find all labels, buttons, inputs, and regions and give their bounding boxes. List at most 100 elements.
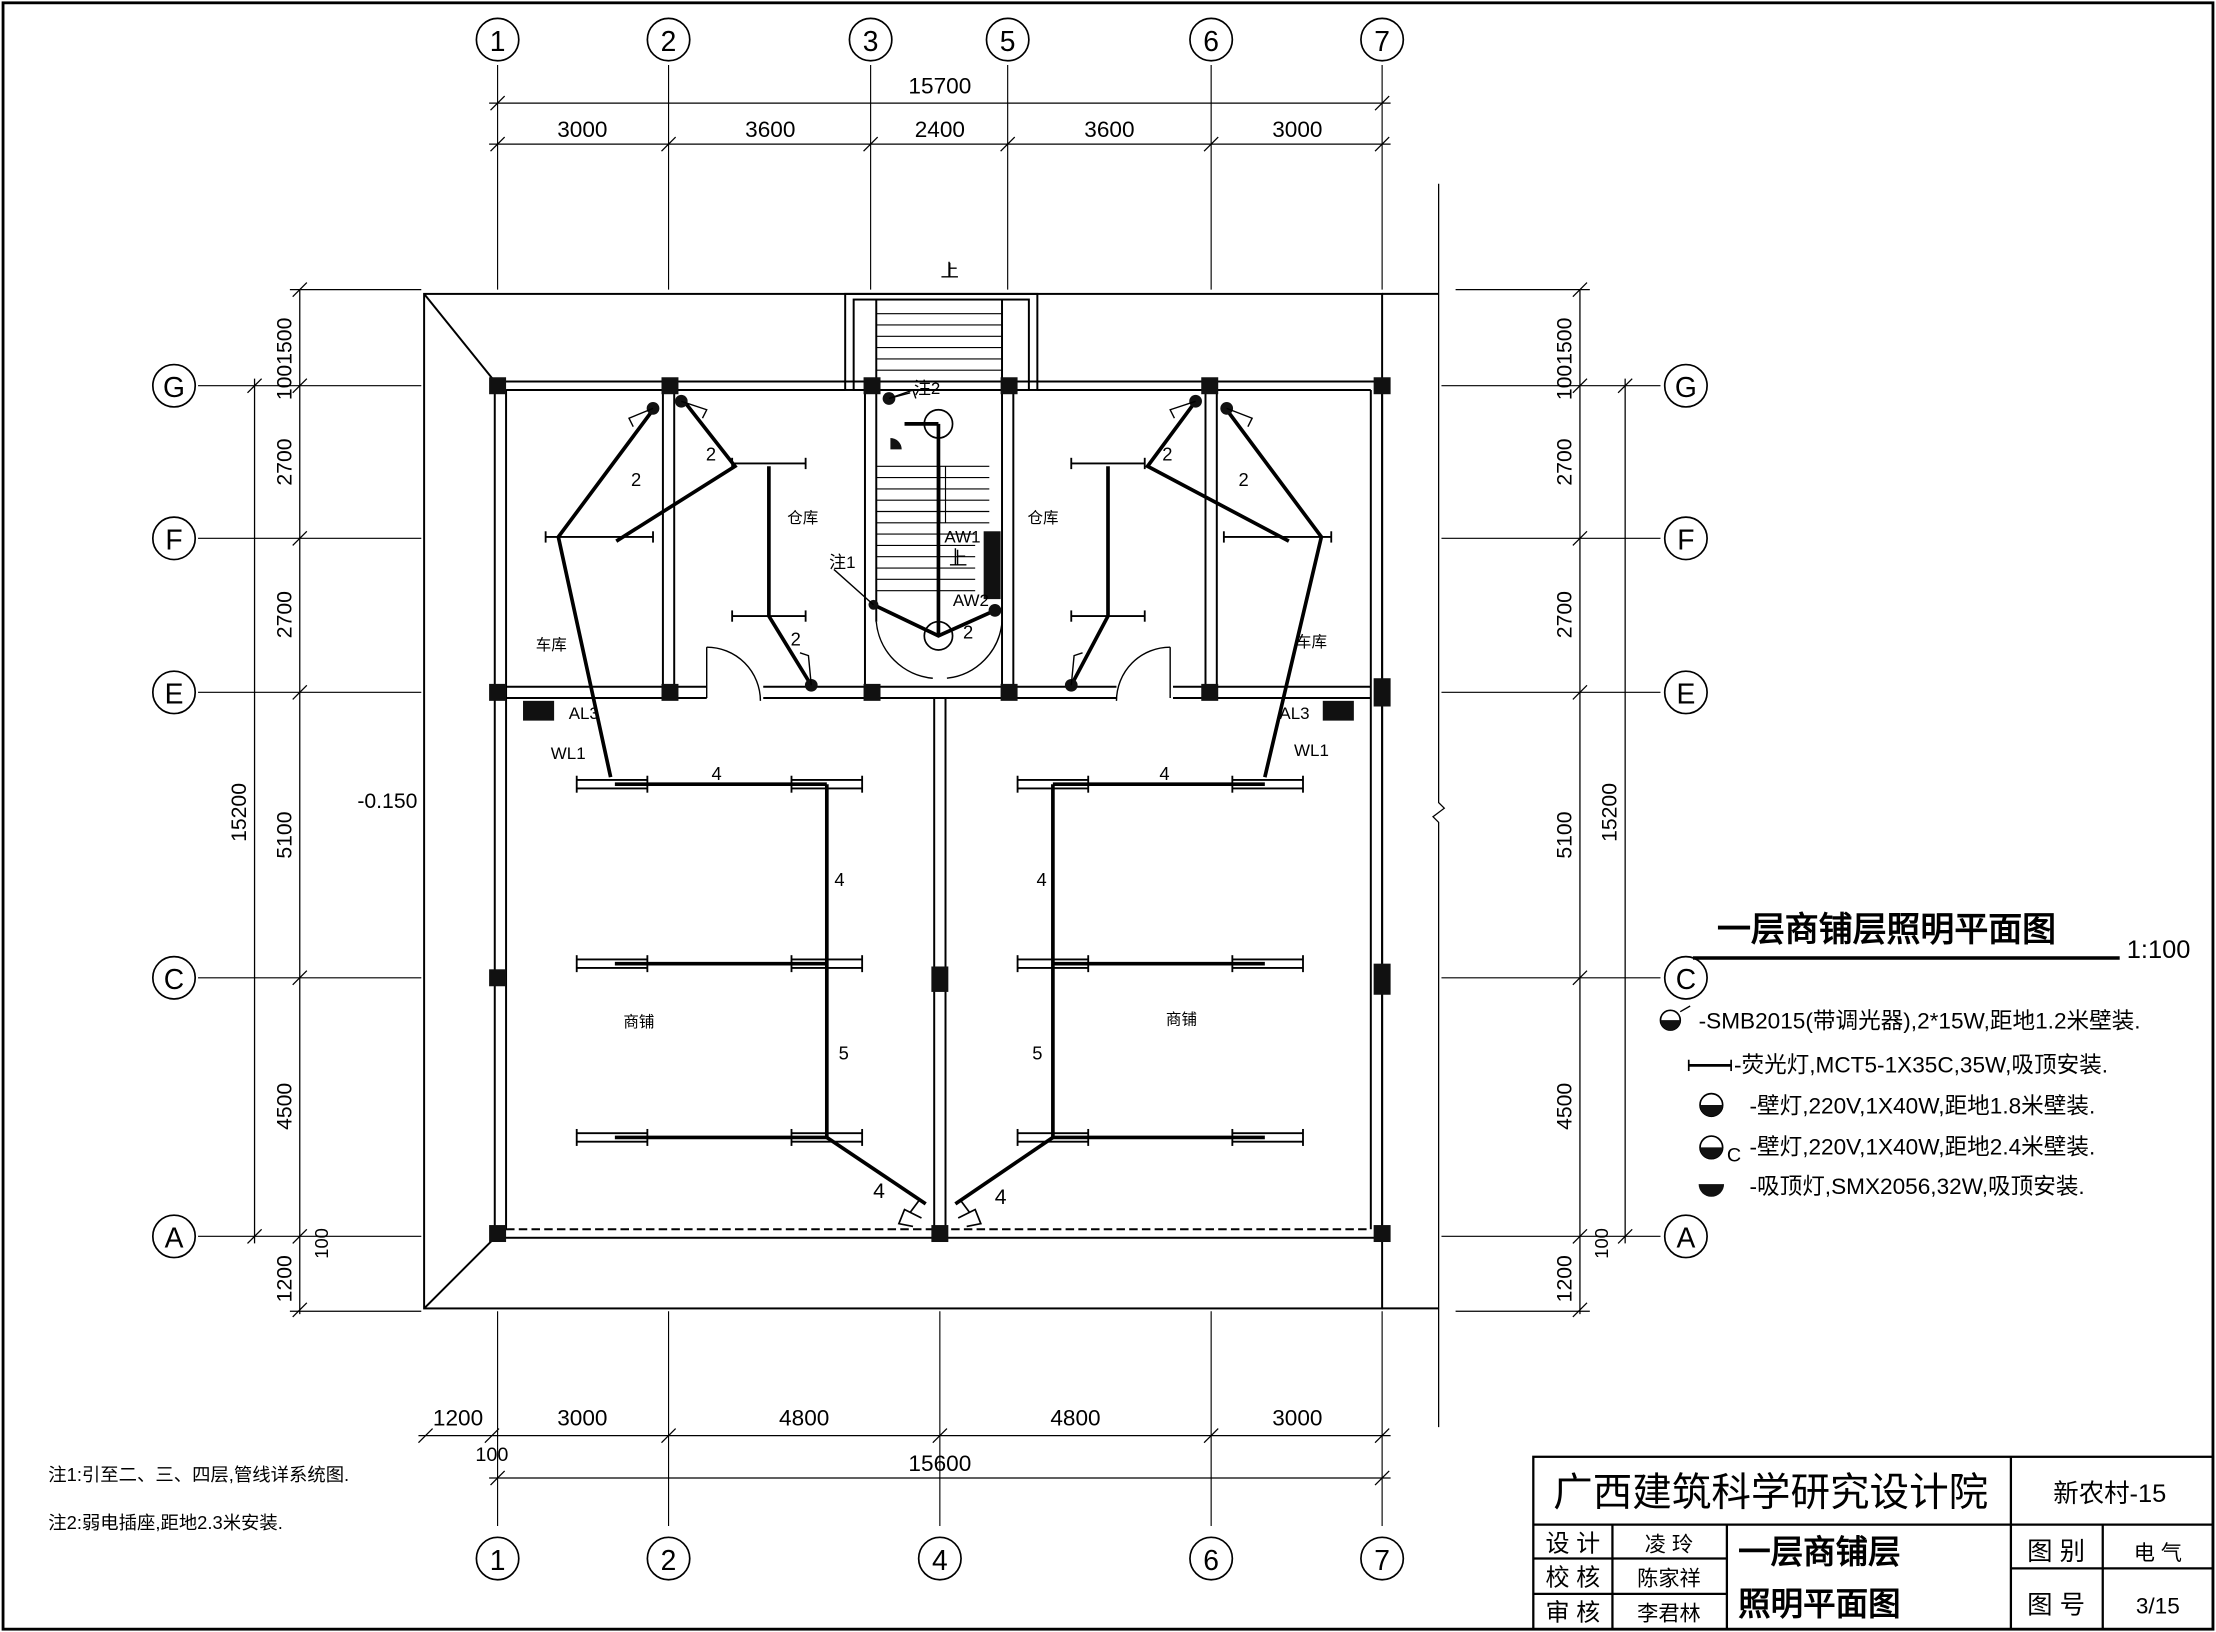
note-1: 注1:引至二、三、四层,管线详系统图. [48, 1464, 349, 1485]
plan-scale: 1:100 [2127, 936, 2191, 964]
axis-left-F: F [151, 516, 197, 561]
axis-label: F [165, 524, 182, 556]
building-walls [423, 292, 1439, 1310]
dim-left-seg-2: 2700 [273, 438, 296, 485]
category-label: 图 别 [2027, 1538, 2085, 1566]
wire-count: 4 [1159, 763, 1169, 784]
dim-right-seg-6: 1200 [1553, 1255, 1576, 1302]
wire-count: 4 [873, 1180, 885, 1203]
legend-wall-light-c-fill [1700, 1147, 1723, 1159]
axis-label: E [165, 678, 184, 710]
aw2-label: AW2 [953, 591, 989, 610]
stair-up-mid-label: 上 [949, 548, 967, 569]
dim-bottom-total: 15600 [908, 1451, 971, 1476]
level-mark: -0.150 [357, 790, 417, 813]
axis-left-E: E [151, 670, 197, 715]
design-label: 设 计 [1546, 1530, 1601, 1557]
aw1-label: AW1 [944, 528, 980, 547]
axis-top-3: 3 [848, 17, 893, 62]
legend-switch-tick [1679, 1005, 1691, 1013]
axis-label: 5 [1000, 25, 1016, 57]
legend-ceiling-light-icon [1698, 1184, 1725, 1197]
axis-top-2: 2 [646, 17, 691, 62]
axis-label: G [1675, 371, 1697, 403]
dim-top-seg-2: 3600 [745, 117, 795, 142]
wire-count: 2 [1239, 469, 1249, 490]
axis-left-G: G [151, 363, 197, 408]
wiring [556, 400, 1324, 1206]
wire-count: 2 [791, 629, 801, 650]
axis-label: 2 [661, 25, 677, 57]
room-warehouse-left: 仓库 [787, 509, 818, 527]
doors [706, 621, 1171, 701]
wire-count: 4 [834, 869, 844, 890]
axis-right-F: F [1663, 516, 1708, 561]
dim-bottom-seg-4: 4800 [1050, 1406, 1100, 1431]
dim-left-seg-3: 2700 [273, 591, 296, 638]
distribution-boxes [523, 531, 1354, 721]
stair-up-top-label: 上 [941, 260, 959, 281]
dim-right-seg-4: 5100 [1553, 812, 1576, 859]
wire-count: 4 [1036, 869, 1046, 890]
number-value: 3/15 [2136, 1594, 2180, 1619]
note-2: 注2:弱电插座,距地2.3米安装. [48, 1512, 283, 1533]
drawing-name-line-2: 照明平面图 [1738, 1586, 1900, 1622]
wl1-right-label: WL1 [1294, 741, 1329, 760]
axis-label: 6 [1203, 1544, 1219, 1576]
note1-tag: 注1 [829, 553, 855, 572]
legend-item-2: -荧光灯,MCT5-1X35C,35W,吸顶安装. [1734, 1052, 2108, 1077]
dim-top-seg-4: 3600 [1084, 117, 1134, 142]
axis-label: G [163, 371, 185, 403]
dim-left-seg-5: 4500 [273, 1083, 296, 1130]
dim-left-seg-7: 100 [311, 1228, 332, 1259]
dim-bottom-seg-5: 3000 [1272, 1406, 1322, 1431]
axis-label: E [1676, 678, 1695, 710]
axis-bottom-4: 4 [917, 1536, 962, 1581]
axis-label: 3 [863, 25, 879, 57]
axis-right-G: G [1663, 363, 1708, 408]
stair-lights [890, 408, 954, 651]
dim-top-seg-1: 3000 [557, 117, 607, 142]
axis-label: 2 [661, 1544, 677, 1576]
bottom-outlets [897, 1200, 982, 1228]
dimension-lines [247, 95, 1633, 1486]
room-shop-left: 商铺 [623, 1013, 654, 1031]
axis-label: 4 [932, 1544, 948, 1576]
wire-count: 2 [706, 444, 716, 465]
axis-label: A [1676, 1222, 1695, 1254]
dim-left-total: 15200 [228, 783, 251, 842]
axis-label: 1 [490, 1544, 506, 1576]
wl1-left-label: WL1 [551, 744, 586, 763]
axis-left-A: A [151, 1214, 197, 1259]
number-label: 图 号 [2027, 1592, 2085, 1620]
wire-count: 4 [711, 763, 721, 784]
legend-item-4: -壁灯,220V,1X40W,距地2.4米壁装. [1749, 1134, 2095, 1159]
axis-right-A: A [1663, 1214, 1708, 1259]
wire-count: 4 [995, 1186, 1007, 1209]
wire-count: 2 [631, 469, 641, 490]
axis-label: 6 [1203, 25, 1219, 57]
design-name: 凌 玲 [1645, 1532, 1693, 1556]
axis-right-C: C [1663, 955, 1708, 1000]
dim-bottom-seg-2: 3000 [557, 1406, 607, 1431]
plan-title: 一层商铺层照明平面图 [1717, 911, 2056, 949]
legend-item-3: -壁灯,220V,1X40W,距地1.8米壁装. [1749, 1093, 2095, 1118]
legend-switch-fill [1660, 1020, 1681, 1031]
al3-right-label: AL3 [1279, 704, 1309, 723]
dim-right-seg-5: 4500 [1553, 1083, 1576, 1130]
axis-top-7: 7 [1360, 17, 1405, 62]
dim-bottom-seg-3: 4800 [779, 1406, 829, 1431]
room-warehouse-right: 仓库 [1027, 509, 1058, 527]
wire-count: 2 [963, 622, 973, 643]
dim-left-seg-1: 1001500 [273, 318, 296, 400]
review-name: 李君林 [1637, 1602, 1701, 1626]
room-shop-right: 商铺 [1166, 1010, 1197, 1028]
title-block [1532, 1455, 2215, 1631]
legend-c-mark: C [1727, 1144, 1741, 1166]
note2-tag: 注2 [914, 379, 940, 398]
wire-count: 5 [839, 1043, 849, 1064]
axis-label: 7 [1374, 1544, 1390, 1576]
axis-bottom-7: 7 [1360, 1536, 1405, 1581]
